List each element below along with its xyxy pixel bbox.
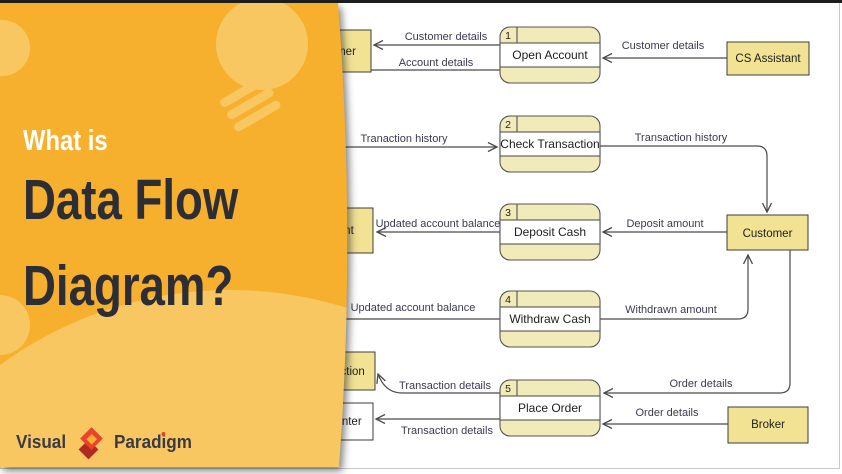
small-circle-decoration bbox=[0, 295, 30, 355]
process-name: Check Transaction bbox=[500, 137, 599, 151]
process-name: Place Order bbox=[518, 401, 582, 415]
flow-arrows bbox=[340, 45, 791, 424]
lightbulb-icon bbox=[247, 332, 325, 451]
flow-label: Transaction details bbox=[401, 425, 493, 437]
flow-label: Customer details bbox=[405, 31, 488, 43]
flow-label: Account details bbox=[399, 57, 474, 69]
process-check-transaction: 2 Check Transaction bbox=[499, 115, 601, 173]
process-number: 5 bbox=[505, 383, 511, 395]
process-number: 3 bbox=[505, 207, 511, 219]
entity-label: CS Assistant bbox=[735, 53, 801, 65]
flow-arrow-transaction-history bbox=[600, 145, 767, 212]
visual-paradigm-logo: Visual Paradigm bbox=[16, 427, 196, 466]
small-circle-decoration bbox=[0, 20, 30, 76]
entity-label: Customer bbox=[743, 228, 793, 240]
process-deposit-cash: 3 Deposit Cash bbox=[499, 203, 601, 261]
flow-arrow-transaction-details-up bbox=[378, 374, 500, 394]
banner-panel bbox=[0, 3, 348, 467]
process-name: Open Account bbox=[512, 48, 588, 62]
banner-text: What is Data Flow Diagram? bbox=[23, 124, 292, 315]
flow-arrow-withdrawn-amount bbox=[600, 255, 748, 320]
flow-labels: Customer details Account details Custome… bbox=[351, 31, 733, 437]
flow-label: Transaction history bbox=[635, 132, 728, 144]
process-number: 2 bbox=[505, 119, 511, 131]
process-withdraw-cash: 4 Withdraw Cash bbox=[499, 290, 601, 348]
flow-label: Updated account balance bbox=[376, 218, 501, 230]
banner-title-line2: Diagram? bbox=[23, 254, 234, 318]
top-border bbox=[0, 0, 842, 3]
processes: 1 Open Account 2 Check Transaction 3 Dep… bbox=[499, 26, 601, 437]
entity-cs-assistant bbox=[726, 41, 810, 76]
process-name: Deposit Cash bbox=[514, 225, 586, 239]
entities bbox=[726, 41, 810, 444]
entity-label: Broker bbox=[751, 419, 785, 431]
process-name: Withdraw Cash bbox=[509, 312, 590, 326]
flow-arrow-order-details-customer bbox=[604, 250, 791, 393]
logo-i-dot bbox=[161, 432, 166, 436]
flow-label: Transaction details bbox=[399, 380, 491, 392]
entity-customer bbox=[726, 214, 809, 251]
logo-text-paradigm: Paradigm bbox=[113, 432, 192, 452]
flow-label: Withdrawn amount bbox=[625, 304, 717, 316]
flow-label: Updated account balance bbox=[351, 302, 476, 314]
banner-kicker: What is bbox=[23, 125, 108, 157]
lightbulb-icon bbox=[216, 3, 308, 132]
flow-label: Tranaction history bbox=[360, 133, 448, 145]
flow-label: Deposit amount bbox=[626, 218, 703, 230]
banner-title-line1: Data Flow bbox=[23, 168, 239, 232]
lightbulb-stripes-decoration bbox=[33, 415, 267, 467]
flow-label: Customer details bbox=[622, 40, 705, 52]
process-number: 4 bbox=[505, 294, 511, 306]
process-number: 1 bbox=[505, 30, 511, 42]
panel-decorations bbox=[0, 3, 348, 467]
entity-broker bbox=[727, 406, 809, 444]
logo-text-visual: Visual bbox=[16, 432, 67, 452]
process-open-account: 1 Open Account bbox=[499, 26, 601, 84]
flow-label: Order details bbox=[670, 378, 733, 390]
entity-labels: CS Assistant Customer Broker bbox=[735, 53, 801, 431]
visual-paradigm-diamond-icon bbox=[78, 427, 103, 460]
process-place-order: 5 Place Order bbox=[499, 379, 601, 437]
flow-label: Order details bbox=[636, 407, 699, 419]
